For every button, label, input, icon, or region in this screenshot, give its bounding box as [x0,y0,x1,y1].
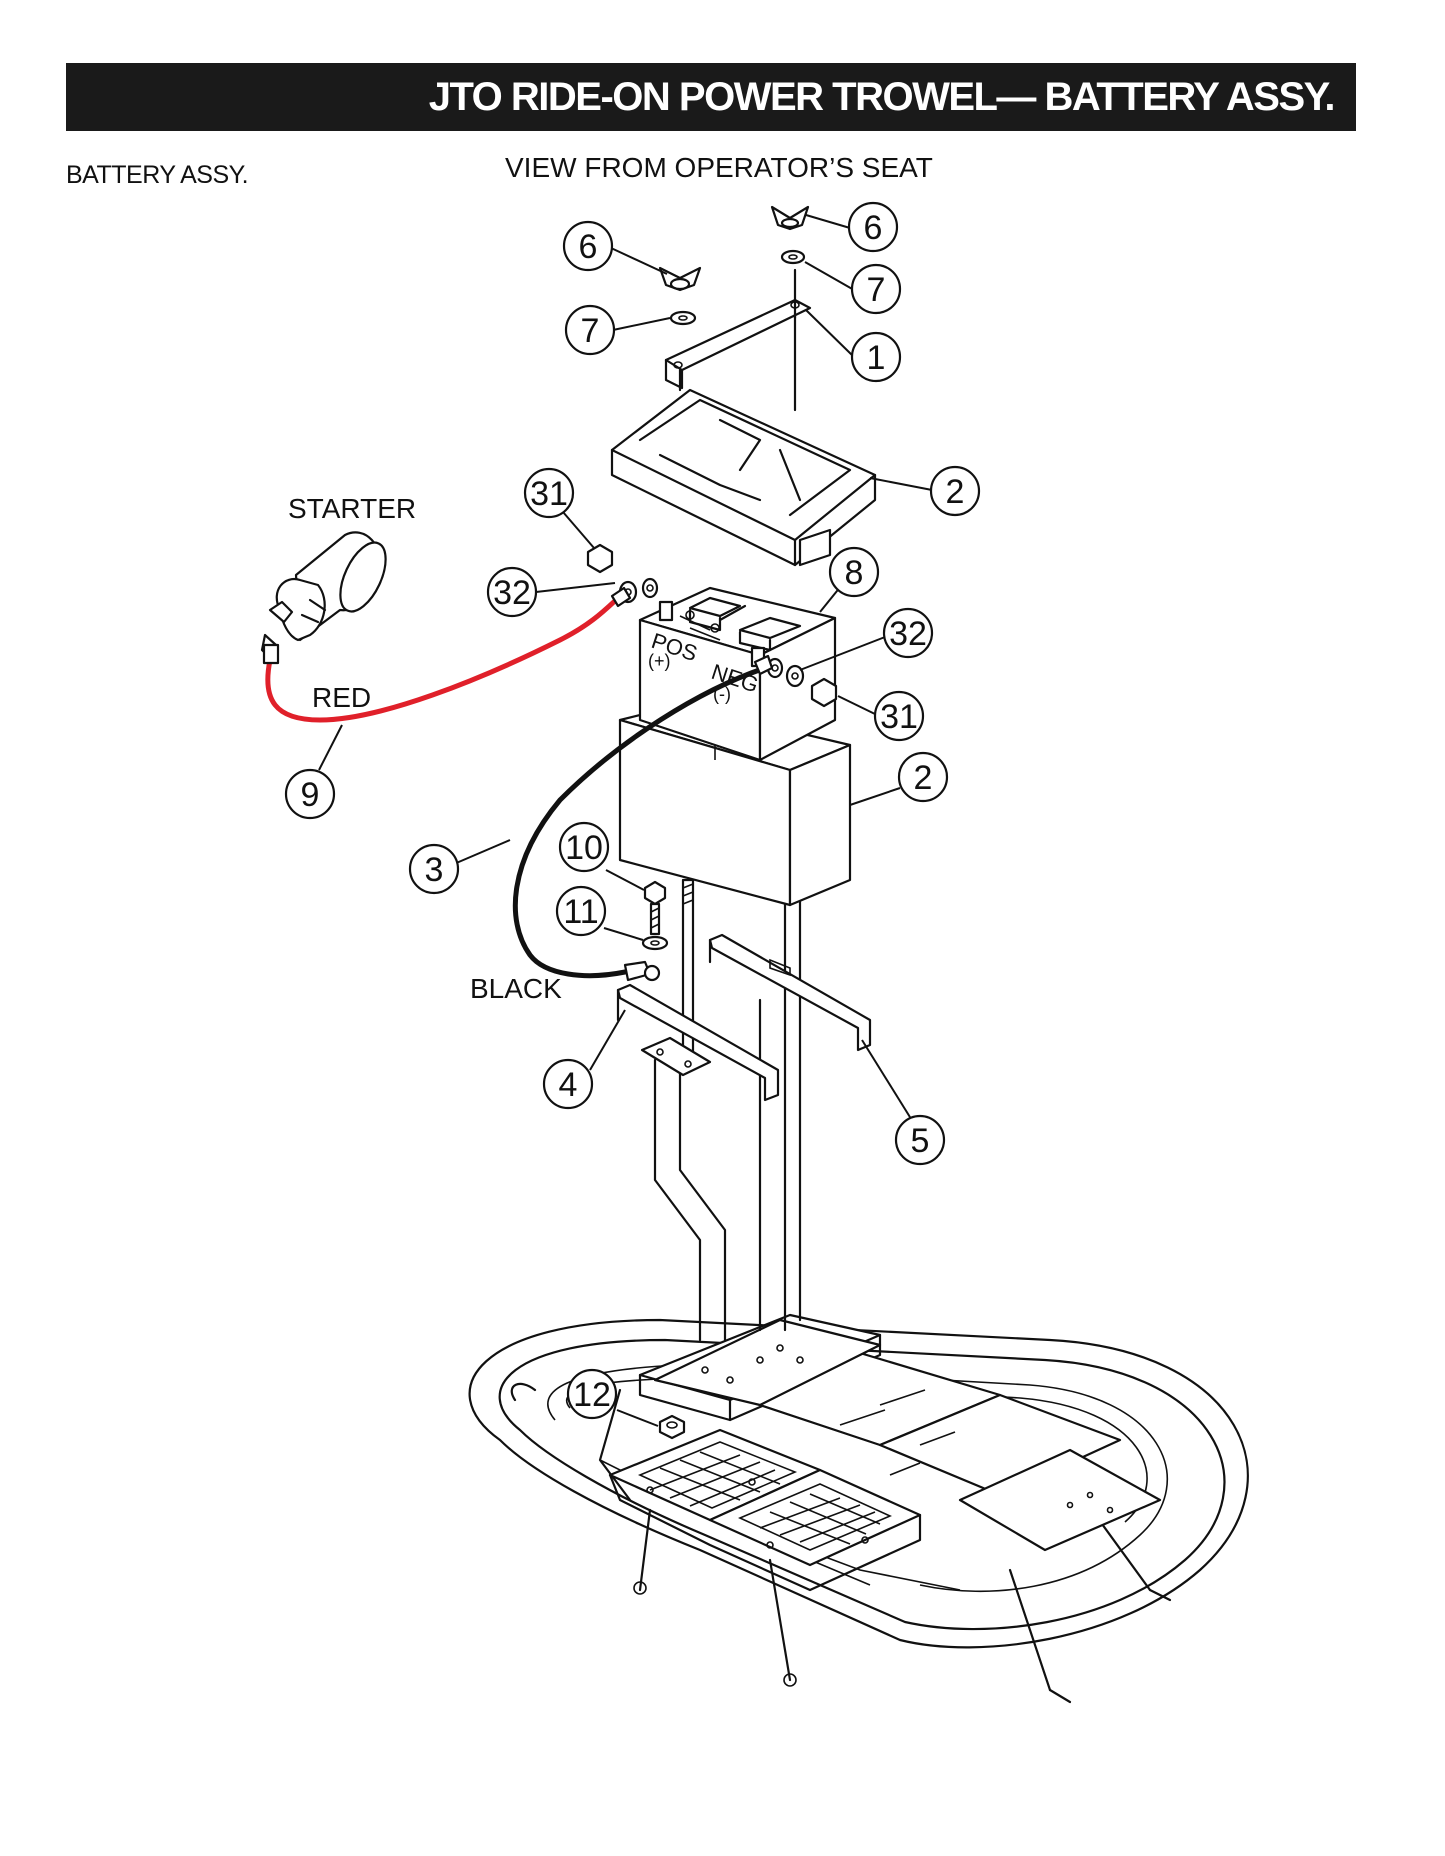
red-cable [262,586,632,723]
svg-text:5: 5 [911,1122,930,1160]
washer-right [780,249,806,265]
starter-solenoid [260,531,387,662]
svg-text:12: 12 [573,1376,611,1414]
section-label: BATTERY ASSY. [66,161,249,189]
callout-6a: 6 [562,220,614,272]
starter-label: STARTER [288,493,416,524]
svg-text:32: 32 [493,574,531,612]
callout-5: 5 [894,1114,946,1166]
svg-text:4: 4 [559,1066,578,1104]
callout-32a: 32 [486,566,538,618]
svg-text:2: 2 [914,759,933,797]
callout-1: 1 [850,331,902,383]
callout-6b: 6 [847,201,899,253]
view-label: VIEW FROM OPERATOR’S SEAT [505,152,933,183]
wing-nut-right [770,205,810,231]
callout-8: 8 [828,546,880,598]
callout-4: 4 [542,1058,594,1110]
leader-lines [318,214,933,1427]
svg-text:10: 10 [565,829,603,867]
svg-text:32: 32 [889,615,927,653]
washer-left [669,310,697,326]
svg-text:9: 9 [301,776,320,814]
terminal-nut-neg [810,677,838,708]
svg-text:8: 8 [845,554,864,592]
hold-down-bar [664,298,812,390]
callout-31b: 31 [873,690,925,742]
foot-rest [608,1428,922,1592]
svg-text:1: 1 [867,339,886,377]
black-cable [512,654,774,982]
wing-nut-left [658,266,702,292]
red-cable-label: RED [312,682,371,713]
svg-text:6: 6 [864,209,883,247]
svg-text:31: 31 [880,698,918,736]
callout-10: 10 [558,821,610,873]
svg-text:7: 7 [867,271,886,309]
battery-bracket-5 [708,933,872,1052]
black-cable-label: BLACK [470,973,562,1004]
battery-cover [610,388,877,567]
svg-text:3: 3 [425,851,444,889]
callout-3: 3 [408,843,460,895]
callout-7b: 7 [850,263,902,315]
pos-sign-label: (+) [648,651,671,671]
seat-base-plate [653,1318,882,1407]
battery-bracket-4 [616,983,780,1102]
svg-text:6: 6 [579,228,598,266]
callout-32b: 32 [882,607,934,659]
page-title: JTO RIDE-ON POWER TROWEL— BATTERY ASSY. [428,75,1336,119]
svg-text:7: 7 [581,312,600,350]
terminal-nut-pos [586,543,614,574]
title-bar: JTO RIDE-ON POWER TROWEL— BATTERY ASSY. [66,63,1356,131]
svg-text:31: 31 [530,475,568,513]
callout-2a: 2 [929,465,981,517]
frame-nut [658,1414,686,1440]
callout-11: 11 [555,885,607,937]
callout-9: 9 [284,768,336,820]
svg-text:2: 2 [946,473,965,511]
callout-7a: 7 [564,304,616,356]
callout-2b: 2 [897,751,949,803]
callout-12: 12 [566,1368,618,1420]
callout-31a: 31 [523,467,575,519]
battery: POS (+) NEG (-) [638,586,837,762]
bolt [643,880,667,936]
bolt-washer [641,935,669,951]
svg-text:11: 11 [563,893,598,931]
